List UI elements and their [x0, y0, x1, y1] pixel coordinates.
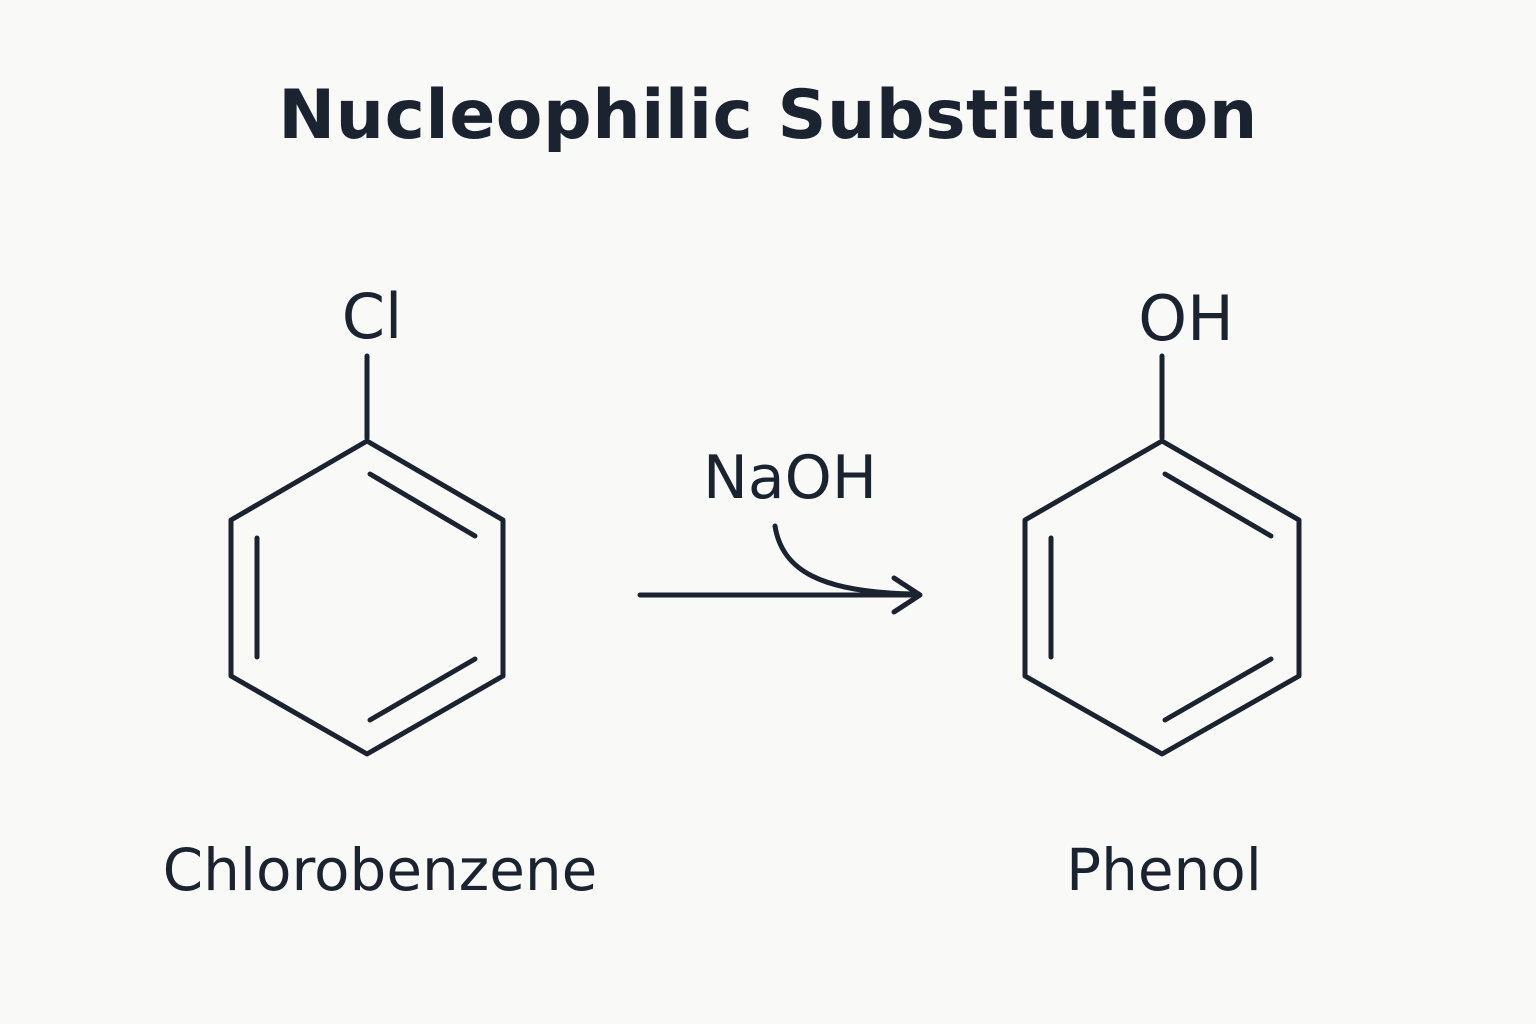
product-substituent-label: OH [1138, 282, 1233, 355]
product-benzene-ring [1022, 438, 1302, 757]
product-molecule: OH [1022, 282, 1302, 757]
product-double-bond [1162, 471, 1274, 539]
reactant-molecule: Cl [228, 280, 506, 757]
reactant-name: Chlorobenzene [163, 836, 598, 904]
reaction-arrowhead [891, 575, 923, 615]
reagent-label: NaOH [703, 443, 877, 513]
reactant-substituent-label: Cl [342, 280, 403, 353]
reaction-arrow-group: NaOH [637, 443, 923, 615]
reactant-benzene-ring [228, 438, 506, 757]
diagram-title: Nucleophilic Substitution [278, 76, 1258, 155]
product-name: Phenol [1066, 836, 1262, 904]
reactant-double-bond [367, 656, 478, 723]
product-double-bond [1162, 656, 1274, 723]
reagent-curved-arrow [772, 523, 915, 597]
reactant-double-bond [367, 471, 478, 539]
